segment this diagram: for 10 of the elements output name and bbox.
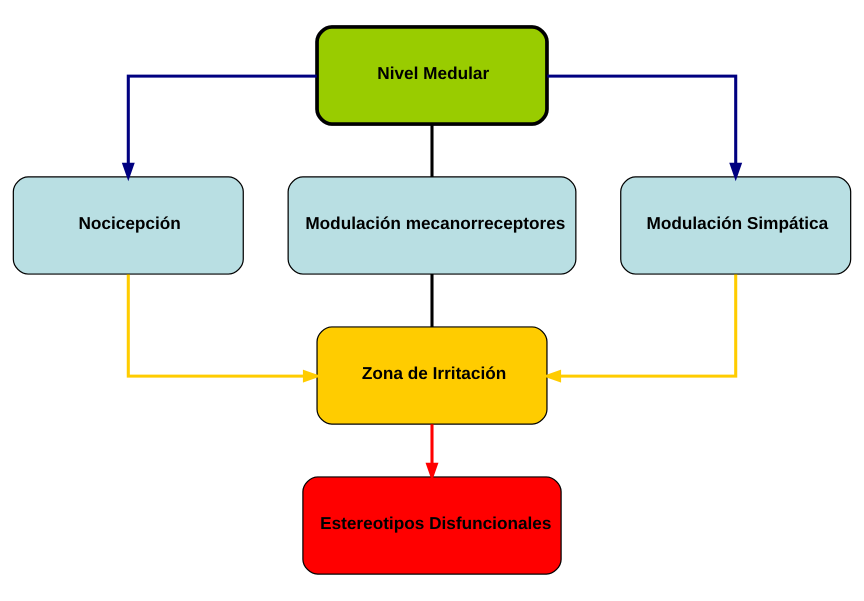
node-box: Modulación Simpática xyxy=(620,176,852,275)
node-box: Estereotipos Disfuncionales xyxy=(302,476,562,575)
arrow xyxy=(122,74,317,182)
node-box: Nivel Medular xyxy=(315,25,549,126)
node-box: Modulación mecanorreceptores xyxy=(288,176,576,275)
connector xyxy=(430,124,434,177)
arrow xyxy=(547,74,742,182)
node-box: Zona de Irritación xyxy=(316,326,548,425)
node-box: Nocicepción xyxy=(12,176,244,275)
connector xyxy=(430,274,434,327)
